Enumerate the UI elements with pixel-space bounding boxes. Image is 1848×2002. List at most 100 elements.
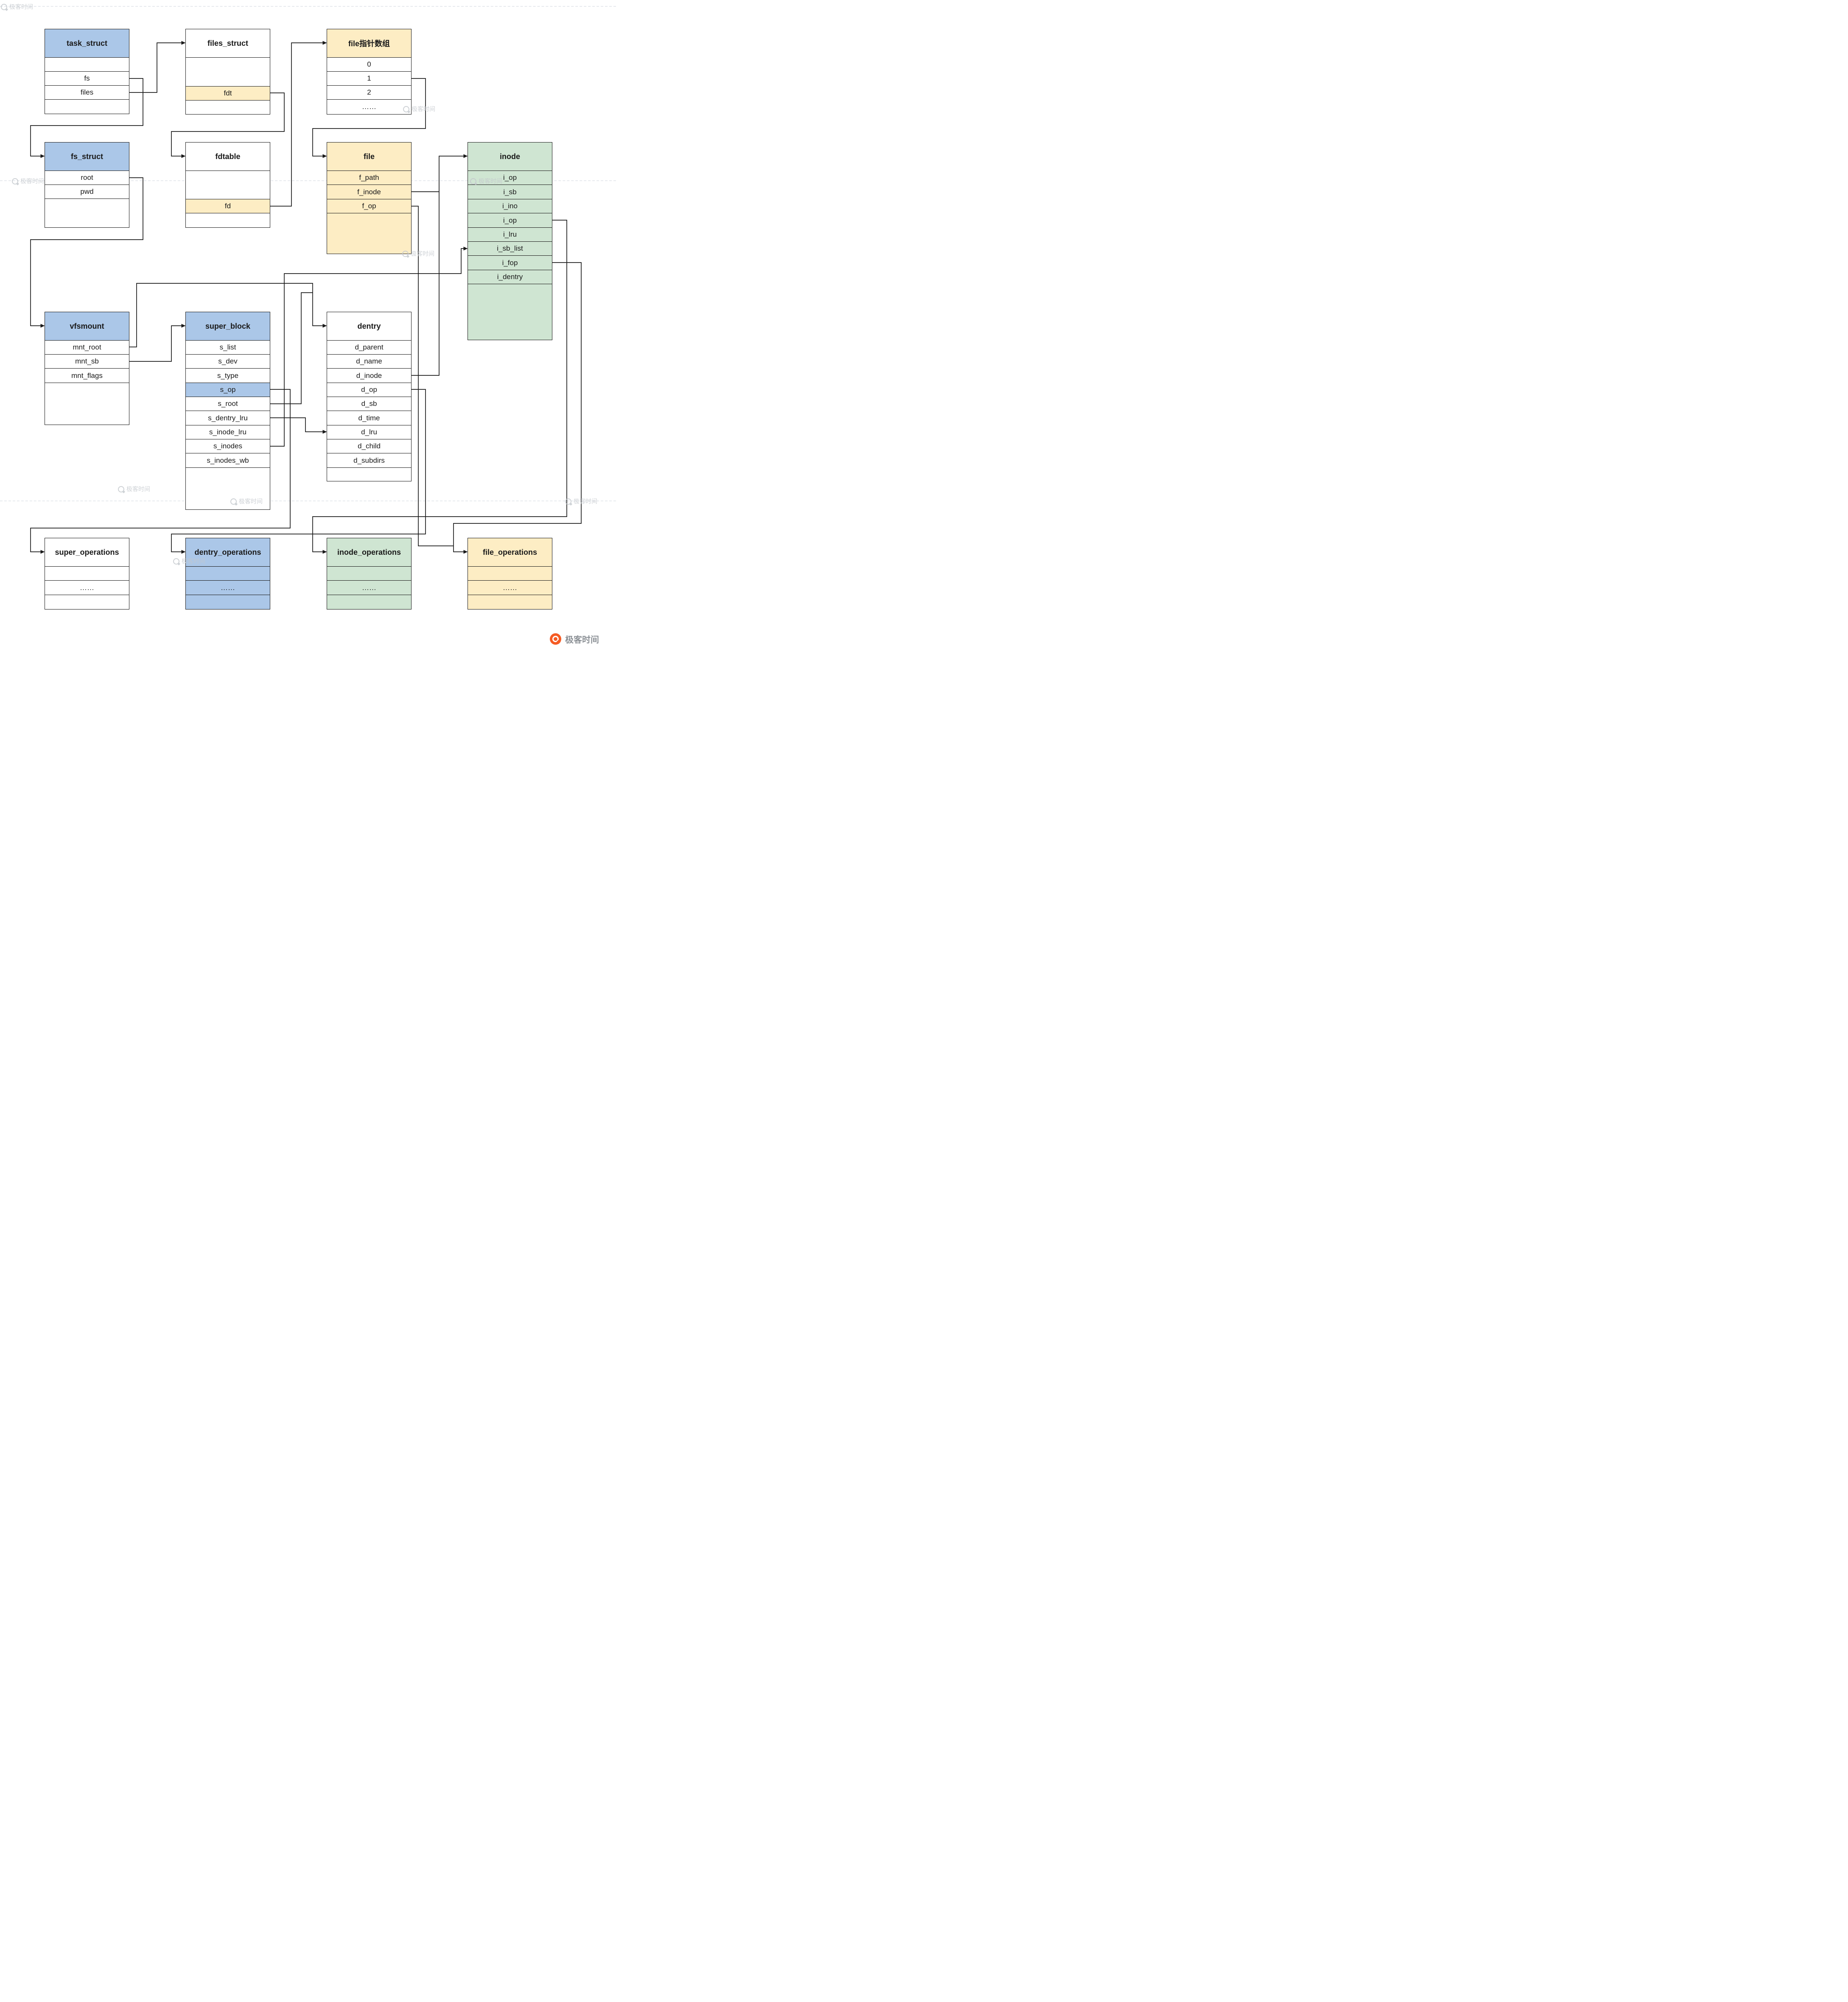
watermark-text: 极客时间 (574, 498, 597, 505)
struct-title-file: file (327, 143, 411, 171)
struct-super_block-spacer (186, 468, 270, 509)
struct-title-dentry: dentry (327, 312, 411, 341)
edge-task_struct-files-to-files_struct (129, 41, 186, 93)
struct-super_block-field-s_list: s_list (186, 341, 270, 355)
geektime-logo-text: 极客时间 (565, 635, 599, 645)
struct-dentry-field-d_child: d_child (327, 439, 411, 453)
watermark: 极客时间 (12, 177, 44, 185)
struct-file_array-field-0: 0 (327, 58, 411, 72)
watermark-logo-icon (1, 3, 7, 10)
struct-super_block-field-s_dev: s_dev (186, 355, 270, 369)
struct-inode-field-i_dentry: i_dentry (468, 270, 552, 284)
struct-dentry-field-d_inode: d_inode (327, 369, 411, 383)
edge-super_block-s_dentry_lru-to-dentry-d_lru (270, 417, 327, 434)
struct-dentry_operations: dentry_operations…… (185, 538, 270, 610)
struct-super_block-field-s_dentry_lru: s_dentry_lru (186, 411, 270, 425)
struct-title-file_array: file指针数组 (327, 29, 411, 58)
struct-dentry-field-d_name: d_name (327, 355, 411, 369)
struct-fs_struct-field-root: root (45, 171, 129, 185)
struct-file_array-field-1: 1 (327, 72, 411, 86)
struct-super_block-field-s_type: s_type (186, 369, 270, 383)
struct-task_struct-field-fs: fs (45, 72, 129, 86)
edge-file-f_op-to-file_operations (412, 206, 454, 546)
watermark-text: 极客时间 (126, 486, 150, 492)
struct-file-spacer (327, 213, 411, 254)
struct-dentry-field-d_op: d_op (327, 383, 411, 397)
struct-vfsmount-field-mnt_root: mnt_root (45, 341, 129, 355)
struct-title-files_struct: files_struct (186, 29, 270, 58)
struct-file_operations: file_operations …… (468, 538, 552, 610)
watermark-text: 极客时间 (412, 106, 435, 112)
struct-file_operations-field-ellipsis: …… (468, 581, 552, 595)
struct-title-fs_struct: fs_struct (45, 143, 129, 171)
struct-fdtable: fdtable fd (185, 142, 270, 228)
struct-inode-field-i_ino: i_ino (468, 199, 552, 213)
struct-dentry-field-d_sb: d_sb (327, 397, 411, 411)
struct-dentry_operations-spacer (186, 595, 270, 609)
struct-dentry-field-d_lru: d_lru (327, 425, 411, 439)
struct-dentry-field-d_parent: d_parent (327, 341, 411, 355)
watermark-logo-icon (565, 498, 571, 505)
struct-inode-field-i_op: i_op (468, 213, 552, 228)
watermark-text: 极客时间 (411, 250, 434, 257)
edge-dentry-d_inode-to-inode (412, 192, 440, 376)
struct-fdtable-spacer (186, 171, 270, 199)
struct-fs_struct-spacer (45, 199, 129, 227)
struct-title-inode: inode (468, 143, 552, 171)
struct-super_operations-field-ellipsis: …… (45, 581, 129, 595)
struct-super_block-field-s_inodes: s_inodes (186, 439, 270, 453)
struct-file_array-field-ellipsis: …… (327, 100, 411, 114)
struct-title-super_operations: super_operations (45, 538, 129, 567)
struct-inode-field-i_sb: i_sb (468, 185, 552, 199)
struct-inode_operations-field-ellipsis: …… (327, 581, 411, 595)
watermark: 极客时间 (1, 3, 33, 11)
struct-file-field-f_op: f_op (327, 199, 411, 213)
struct-file-field-f_path: f_path (327, 171, 411, 185)
struct-super_operations-spacer (45, 595, 129, 609)
struct-inode-field-i_sb_list: i_sb_list (468, 242, 552, 256)
struct-task_struct-spacer (45, 100, 129, 114)
struct-dentry-field-d_time: d_time (327, 411, 411, 425)
watermark-logo-icon (173, 558, 179, 565)
struct-inode-spacer (468, 284, 552, 340)
struct-file_operations-spacer (468, 567, 552, 581)
watermark-dash-line (0, 500, 616, 501)
struct-fs_struct-field-pwd: pwd (45, 185, 129, 199)
struct-files_struct-spacer (186, 101, 270, 114)
struct-fdtable-spacer (186, 213, 270, 227)
watermark-logo-icon (118, 486, 124, 492)
struct-super_block-field-s_root: s_root (186, 397, 270, 411)
struct-inode-field-i_op: i_op (468, 171, 552, 185)
struct-task_struct-field-files: files (45, 86, 129, 100)
edge-file-f_inode-to-inode (412, 154, 468, 192)
struct-dentry_operations-field-ellipsis: …… (186, 581, 270, 595)
struct-title-task_struct: task_struct (45, 29, 129, 58)
watermark-text: 极客时间 (9, 3, 33, 10)
struct-inode_operations-spacer (327, 595, 411, 609)
struct-title-file_operations: file_operations (468, 538, 552, 567)
struct-inode_operations-spacer (327, 567, 411, 581)
struct-vfsmount-spacer (45, 383, 129, 425)
struct-title-super_block: super_block (186, 312, 270, 341)
struct-super_operations-spacer (45, 567, 129, 581)
struct-title-fdtable: fdtable (186, 143, 270, 171)
struct-dentry-spacer (327, 468, 411, 481)
struct-fdtable-field-fd: fd (186, 199, 270, 213)
struct-file_operations-spacer (468, 595, 552, 609)
watermark-text: 极客时间 (20, 178, 44, 185)
struct-file-field-f_inode: f_inode (327, 185, 411, 199)
struct-super_block-field-s_inode_lru: s_inode_lru (186, 425, 270, 439)
struct-dentry-field-d_subdirs: d_subdirs (327, 453, 411, 468)
struct-inode-field-i_fop: i_fop (468, 256, 552, 270)
watermark-dash-line (0, 6, 616, 7)
